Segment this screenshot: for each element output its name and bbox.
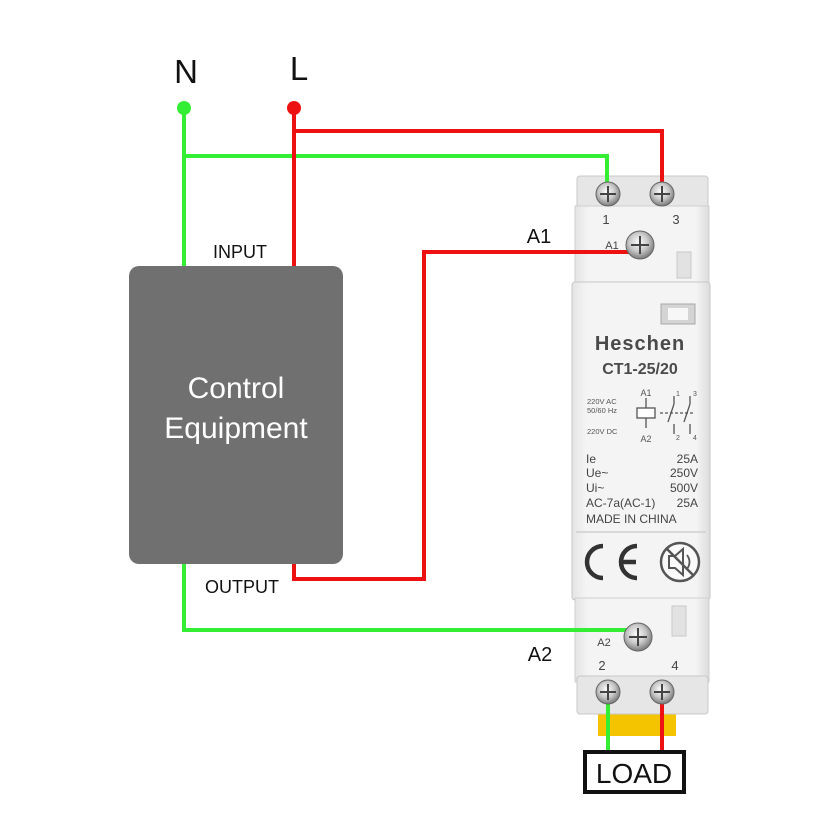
load-label: LOAD [596,758,672,789]
spec-name-ac7a: AC-7a(AC-1) [586,496,655,510]
line-wires [292,110,664,752]
screw-terminal-4 [649,679,675,705]
line-terminal-dot [287,101,301,115]
control-box-title-line2: Equipment [164,412,308,445]
control-equipment-box [129,266,343,564]
screw-a1 [625,230,655,260]
terminal-label-1: 1 [602,212,609,227]
wire-label-a1: A1 [527,226,551,248]
screw-terminal-1 [595,181,621,207]
screw-terminal-3 [649,181,675,207]
output-to-a1-wire [292,250,632,581]
coil-frequency: 50/60 Hz [587,406,617,415]
made-in-label: MADE IN CHINA [586,512,677,526]
speaker-muted-icon [659,541,701,583]
load-box [583,750,686,794]
coil-label-a1: A1 [605,240,618,252]
screw-terminal-2 [595,679,621,705]
control-box-title-line1: Control [188,372,285,405]
neutral-to-terminal-1-wire [184,154,609,190]
line-label: L [290,50,308,87]
symbol-contact-4: 4 [693,435,697,442]
terminal-label-2: 2 [598,658,605,673]
ce-mark [584,543,638,581]
indicator-window-inner [668,308,688,320]
spec-value-ie: 25A [677,452,698,466]
neutral-label: N [174,53,198,90]
brand-name: Heschen [595,333,685,355]
coil-voltage-ac: 220V AC [587,397,617,406]
neutral-terminal-dot [177,101,191,115]
spec-value-ac7a: 25A [677,496,698,510]
terminal-label-4: 4 [671,658,678,673]
coil-symbol [636,396,693,434]
symbol-contact-2: 2 [676,435,680,442]
coil-label-a2: A2 [597,637,610,649]
symbol-contact-3: 3 [693,391,697,398]
symbol-label-a1: A1 [640,388,651,398]
screw-a2 [623,622,653,652]
spec-value-ue: 250V [670,466,698,480]
symbol-label-a2: A2 [640,434,651,444]
lower-slot [671,605,687,637]
model-number: CT1-25/20 [602,361,678,378]
output-label: OUTPUT [205,577,279,597]
symbol-contact-1: 1 [676,391,680,398]
wire-label-a2: A2 [528,644,552,666]
spec-name-ue: Ue~ [586,466,608,480]
output-to-a2-wire [182,564,636,632]
spec-name-ie: Ie [586,452,596,466]
spec-value-ui: 500V [670,481,698,495]
line-to-terminal-3-wire [294,129,664,190]
coil-voltage-dc: 220V DC [587,427,618,436]
input-label: INPUT [213,242,267,262]
lower-body [574,597,710,683]
spec-name-ui: Ui~ [586,481,604,495]
contactor-device [571,175,711,736]
terminal-label-3: 3 [672,212,679,227]
upper-slot [676,251,692,279]
